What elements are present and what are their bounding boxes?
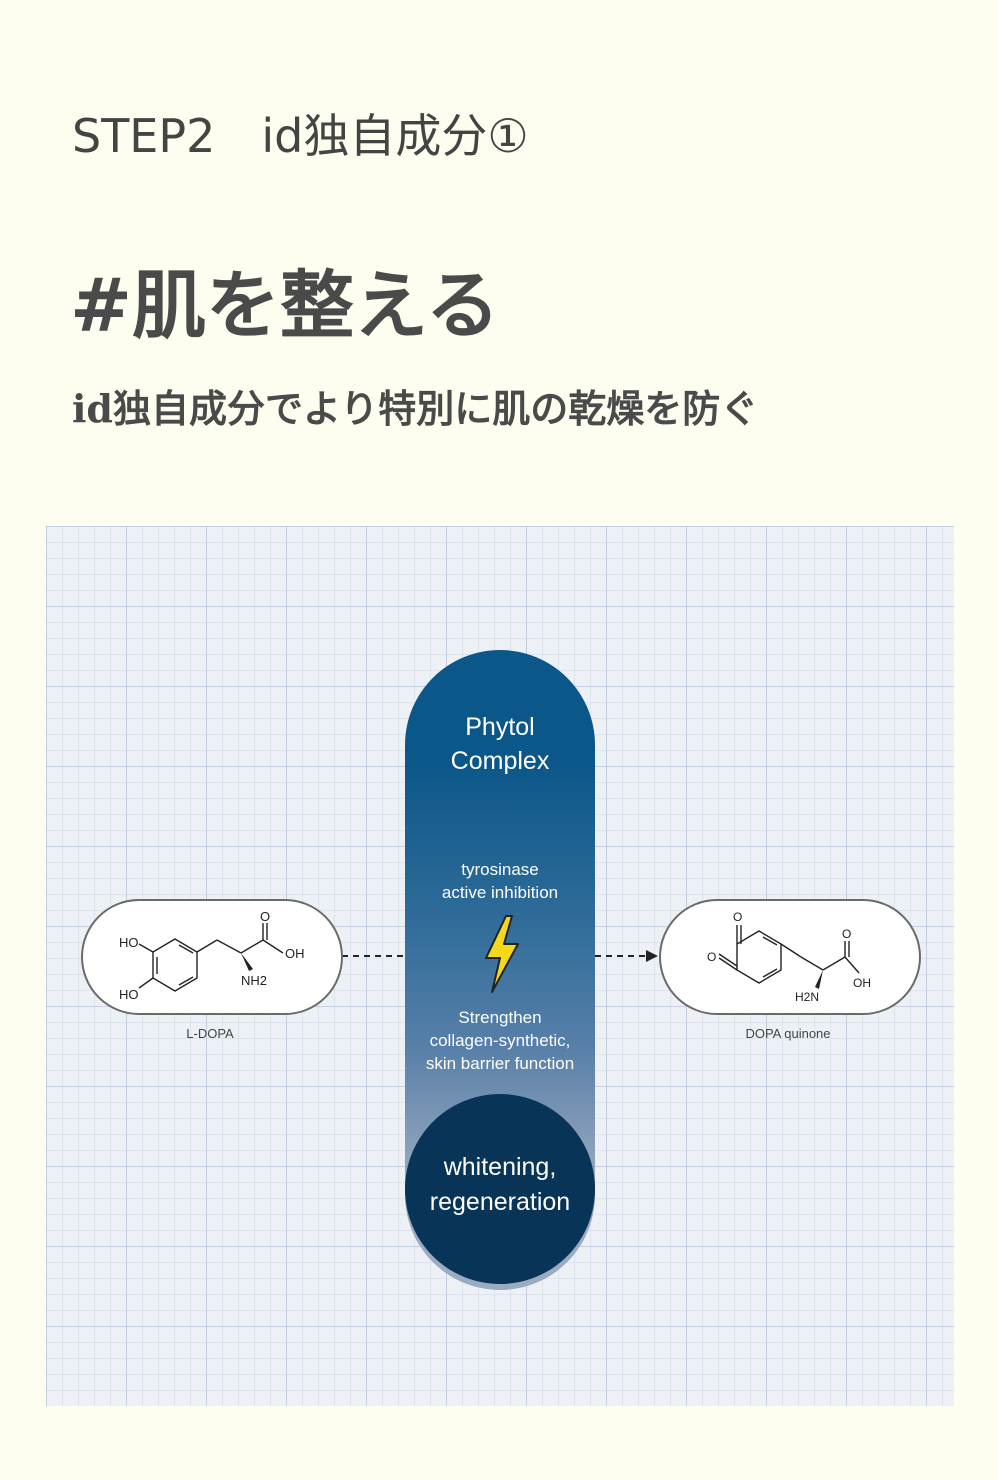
inhibition-line1: tyrosinase [461,860,539,879]
strengthen-line2: collagen-synthetic, [429,1031,571,1050]
result-circle: whitening, regeneration [405,1094,595,1284]
atom-ho-top: HO [119,935,139,950]
reaction-arrow [342,950,658,962]
atom-oh: OH [853,976,871,990]
atom-o-left: O [707,950,716,964]
phytol-complex-pill: Phytol Complex tyrosinase active inhibit… [405,650,595,1290]
inhibition-line2: active inhibition [441,883,559,902]
subline: id独自成分でより特別に肌の乾燥を防ぐ [72,386,759,431]
result-line1: whitening, [443,1153,557,1181]
result-line2: regeneration [429,1188,571,1216]
diagram-panel: Phytol Complex tyrosinase active inhibit… [46,526,954,1406]
atom-o: O [260,909,270,924]
pill-title: Phytol Complex [405,710,595,778]
headline: #肌を整える [70,263,500,349]
atom-oh: OH [285,946,305,961]
l-dopa-capsule: HO HO O OH NH2 [81,899,343,1015]
dopa-quinone-capsule: O O O OH H2N [659,899,921,1015]
result-text: whitening, regeneration [405,1150,595,1220]
atom-h2n: H2N [795,990,819,1004]
step-title: STEP2 id独自成分① [72,109,529,163]
atom-o-top: O [733,910,742,924]
pill-title-line2: Complex [450,747,550,775]
inhibition-text: tyrosinase active inhibition [405,858,595,904]
dopa-quinone-structure: O O O OH H2N [707,910,871,1004]
lightning-icon [485,915,519,993]
atom-ho-bottom: HO [119,987,139,1002]
l-dopa-label: L-DOPA [186,1026,234,1041]
strengthen-line1: Strengthen [458,1008,542,1027]
strengthen-line3: skin barrier function [425,1054,575,1073]
pill-title-line1: Phytol [465,713,535,741]
strengthen-text: Strengthen collagen-synthetic, skin barr… [405,1006,595,1075]
atom-nh2: NH2 [241,973,267,988]
atom-o: O [842,927,851,941]
l-dopa-structure: HO HO O OH NH2 [119,909,305,1002]
dopa-quinone-label: DOPA quinone [745,1026,831,1041]
